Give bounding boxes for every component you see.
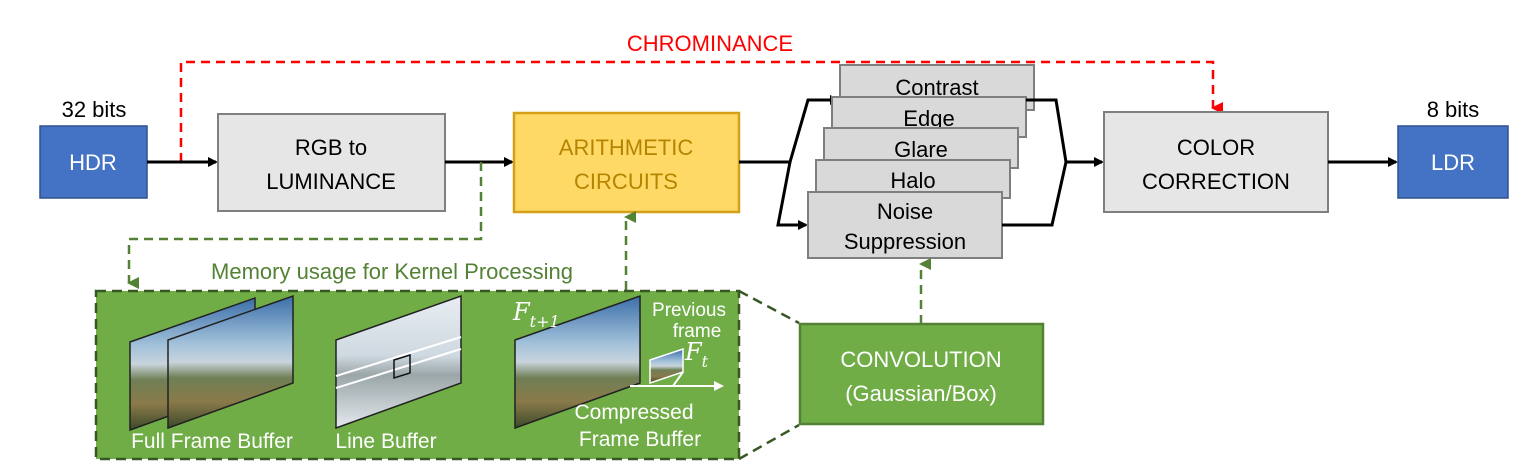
convolution-line2: (Gaussian/Box) bbox=[845, 381, 997, 406]
zoom-line-top bbox=[738, 289, 800, 325]
line-buffer-frame bbox=[335, 294, 462, 430]
ldr-box bbox=[1397, 125, 1509, 199]
ldr-bits-label: 8 bits bbox=[1427, 97, 1480, 122]
noise-line2: Suppression bbox=[844, 229, 966, 254]
line-buffer-line-top bbox=[335, 336, 462, 377]
hdr-bits-label: 32 bits bbox=[62, 97, 127, 122]
rgb-to-luminance-line2: LUMINANCE bbox=[266, 169, 396, 194]
full-frame-label: Full Frame Buffer bbox=[131, 430, 293, 453]
arithmetic-circuits-box bbox=[512, 111, 741, 214]
convolution-line1: CONVOLUTION bbox=[840, 347, 1001, 372]
current-frame bbox=[514, 294, 641, 430]
noise-suppression-box bbox=[807, 191, 1003, 259]
line-buffer-line-bottom bbox=[335, 348, 462, 389]
zoom-line-bottom bbox=[738, 423, 800, 461]
line-buffer-window bbox=[393, 353, 411, 380]
noise-line1: Noise bbox=[877, 199, 933, 224]
color-correction-line2: CORRECTION bbox=[1142, 169, 1290, 194]
color-correction-box bbox=[1103, 111, 1329, 213]
previous-frame-line2: frame bbox=[673, 321, 722, 342]
color-correction-line1: COLOR bbox=[1177, 135, 1255, 160]
glare-label: Glare bbox=[894, 137, 948, 162]
full-frame-buffer-images bbox=[129, 294, 294, 432]
rgb-to-luminance-line1: RGB to bbox=[295, 135, 367, 160]
hdr-label: HDR bbox=[69, 150, 117, 175]
compressed-frame-images bbox=[514, 294, 724, 430]
chrominance-path bbox=[179, 60, 1223, 162]
previous-frame-line1: Previous bbox=[652, 300, 726, 321]
line-buffer-image bbox=[335, 294, 462, 430]
noise-to-merge-path bbox=[1002, 161, 1068, 227]
chrominance-label: CHROMINANCE bbox=[627, 31, 793, 56]
line-buffer-label: Line Buffer bbox=[335, 430, 436, 453]
arithmetic-to-noise-path bbox=[776, 161, 808, 230]
halo-label: Halo bbox=[890, 168, 935, 193]
ldr-label: LDR bbox=[1431, 150, 1475, 175]
filter-stack: Contrast Edge Glare Halo Noise Suppressi… bbox=[807, 64, 1035, 259]
edge-label: Edge bbox=[903, 106, 954, 131]
arithmetic-line1: ARITHMETIC bbox=[559, 135, 694, 160]
ft1-label: Ft+1 bbox=[512, 298, 560, 331]
luminance-to-memory-path bbox=[127, 162, 483, 289]
contrast-label: Contrast bbox=[895, 75, 978, 100]
ft-label: Ft bbox=[684, 338, 709, 371]
compressed-line1: Compressed bbox=[574, 401, 693, 424]
arithmetic-to-filters-path bbox=[739, 95, 840, 164]
compressed-line2: Frame Buffer bbox=[579, 428, 701, 451]
arithmetic-line2: CIRCUITS bbox=[574, 169, 678, 194]
memory-title: Memory usage for Kernel Processing bbox=[211, 259, 573, 284]
convolution-box bbox=[798, 322, 1045, 426]
filters-to-merge-path bbox=[1026, 98, 1068, 163]
full-frame-front bbox=[167, 294, 294, 430]
rgb-to-luminance-box bbox=[217, 113, 446, 212]
